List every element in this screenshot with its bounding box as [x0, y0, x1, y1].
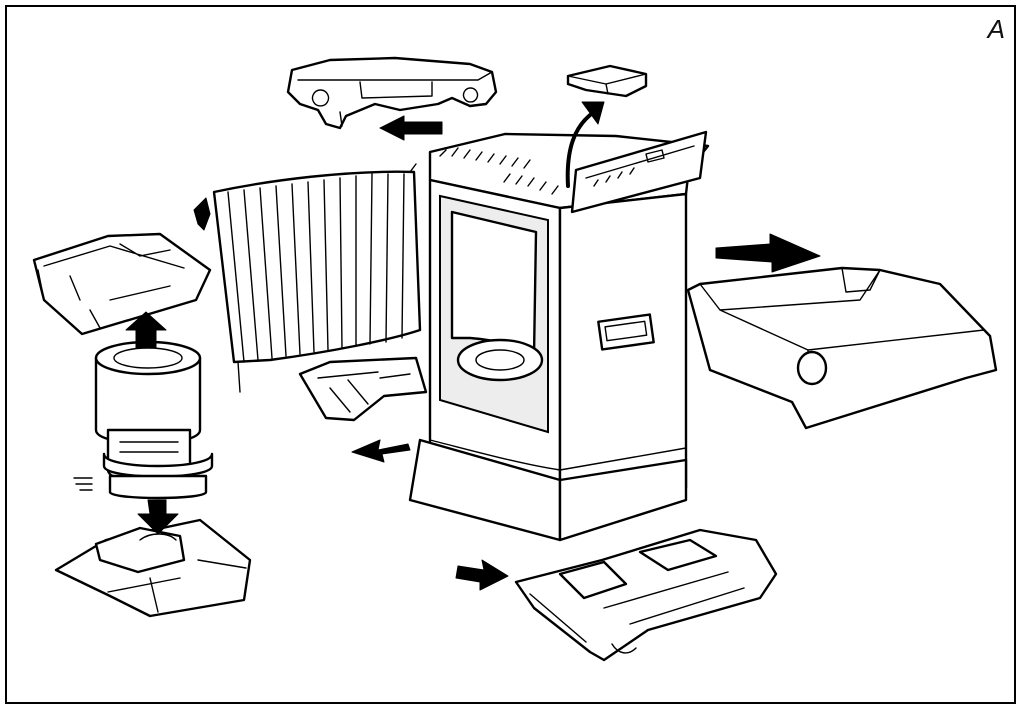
left-packing-tray [32, 232, 212, 336]
arrow-curved-up [581, 101, 605, 125]
arrow-bottom [455, 559, 509, 591]
heater-body [408, 132, 710, 542]
top-foam-insert [286, 56, 498, 130]
top-panel-flap [570, 130, 708, 214]
bottom-left-base [54, 518, 252, 618]
arrow-right [715, 233, 821, 273]
arrow-left-top [379, 115, 443, 141]
middle-foam-tray [298, 356, 428, 422]
arrow-down-left [137, 499, 179, 535]
figure-label: A [987, 14, 1005, 44]
bottom-right-tray [514, 528, 778, 662]
burner-unit [73, 340, 214, 500]
direction-arrows [125, 101, 821, 591]
arrow-middle [351, 439, 411, 463]
right-foam-block [686, 266, 998, 430]
heat-grille [212, 163, 422, 393]
small-top-pad [566, 64, 648, 98]
arrow-up-left [125, 311, 167, 349]
arrow-grille [193, 197, 211, 231]
figure-frame [5, 5, 1016, 704]
